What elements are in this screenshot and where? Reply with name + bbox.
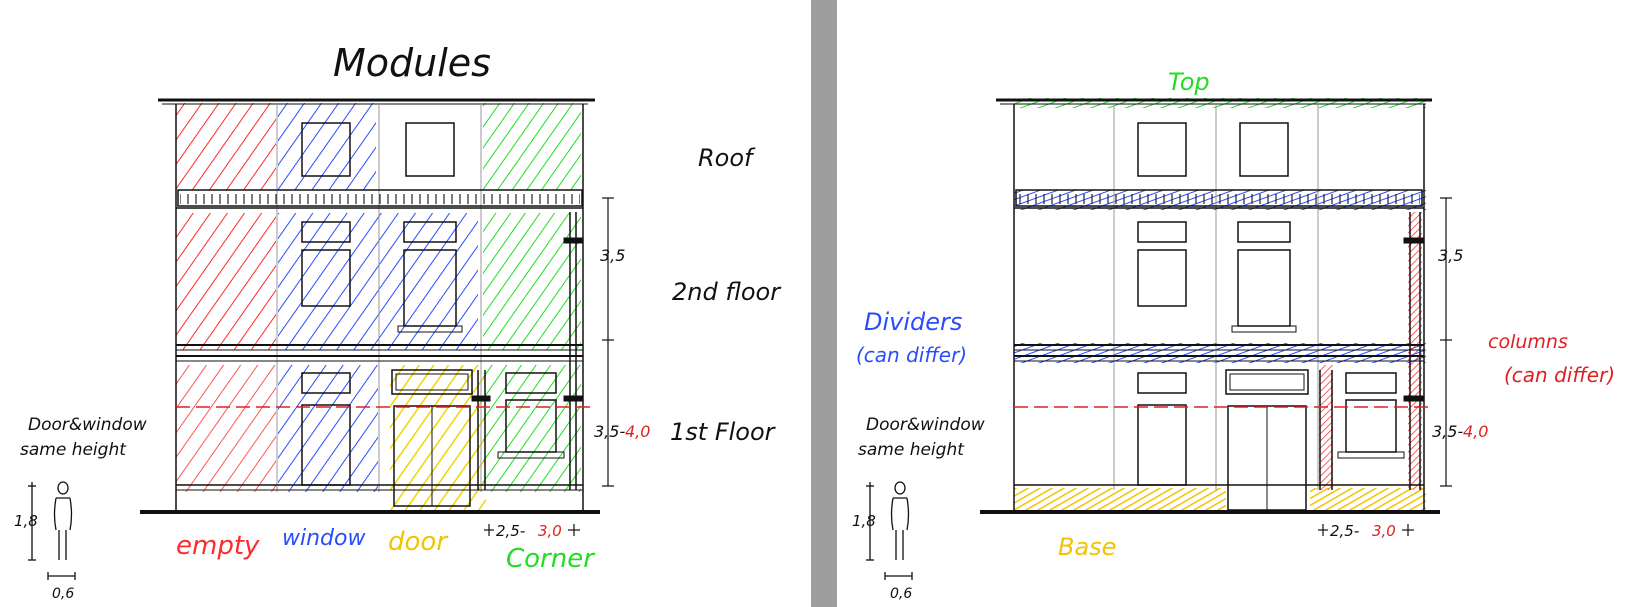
window-module-1st-fill [278,365,378,492]
left-width-dimension [484,524,580,536]
left-person-scale-figure [28,481,76,580]
left-upper-height: 3,5 [600,246,625,265]
corner-module-label: Corner [506,544,596,574]
dividers-label-line2: (can differ) [856,343,967,367]
base-fill-right [1310,488,1426,510]
right-height-dimension [1440,197,1452,487]
empty-module-1st-fill [176,365,276,492]
modules-title: Modules [333,41,491,85]
left-person-height: 1,8 [14,512,38,530]
columns-label-line2: (can differ) [1504,363,1615,387]
panel-separator [811,0,837,607]
middle-divider-fill [1014,343,1426,363]
base-fill-left [1014,488,1226,510]
column-fill-right [1408,212,1422,490]
corner-module-2nd-fill [483,213,581,350]
right-person-scale-figure [866,481,913,580]
window-module-2nd-fill [278,213,478,350]
left-width-b: 3,0 [538,522,562,540]
corner-module-roof-fill [483,103,581,190]
dividers-label-line1: Dividers [864,308,962,336]
right-person-width: 0,6 [890,586,912,602]
left-facade [140,98,600,514]
right-upper-height: 3,5 [1438,246,1463,265]
roof-label: Roof [698,144,756,172]
left-lower-height-a: 3,5- [594,422,625,441]
columns-label-line1: columns [1488,331,1568,353]
left-person-width: 0,6 [52,586,74,602]
top-label: Top [1168,68,1210,96]
empty-module-roof-fill [176,103,276,190]
base-label: Base [1058,533,1116,561]
corner-module-1st-fill [483,365,581,492]
right-width-dimension [1318,524,1414,536]
empty-module-2nd-fill [176,213,276,350]
right-width-b: 3,0 [1372,522,1396,540]
left-note-line1: Door&window [28,415,147,435]
left-height-dimension [602,197,614,487]
left-lower-height-b: 4,0 [625,422,650,441]
window-module-roof-fill [278,103,376,190]
right-width-a: 2,5- [1330,522,1359,540]
right-person-height: 1,8 [852,512,876,530]
right-note-line1: Door&window [866,415,985,435]
top-band-fill [1014,98,1426,108]
first-floor-label: 1st Floor [670,418,777,446]
empty-module-label: empty [176,531,260,561]
second-floor-label: 2nd floor [672,278,782,306]
column-fill-left [1319,365,1333,490]
right-note-line2: same height [858,440,965,460]
left-width-a: 2,5- [496,522,525,540]
right-facade [980,98,1440,514]
right-panel: 3,5 3,5- 4,0 2,5- 3,0 Top Dividers (can … [852,68,1615,602]
left-panel: Modules [14,41,782,602]
left-note-line2: same height [20,440,127,460]
window-module-label: window [282,526,366,551]
right-lower-height-b: 4,0 [1463,422,1488,441]
door-module-label: door [388,527,449,557]
right-lower-height-a: 3,5- [1432,422,1463,441]
